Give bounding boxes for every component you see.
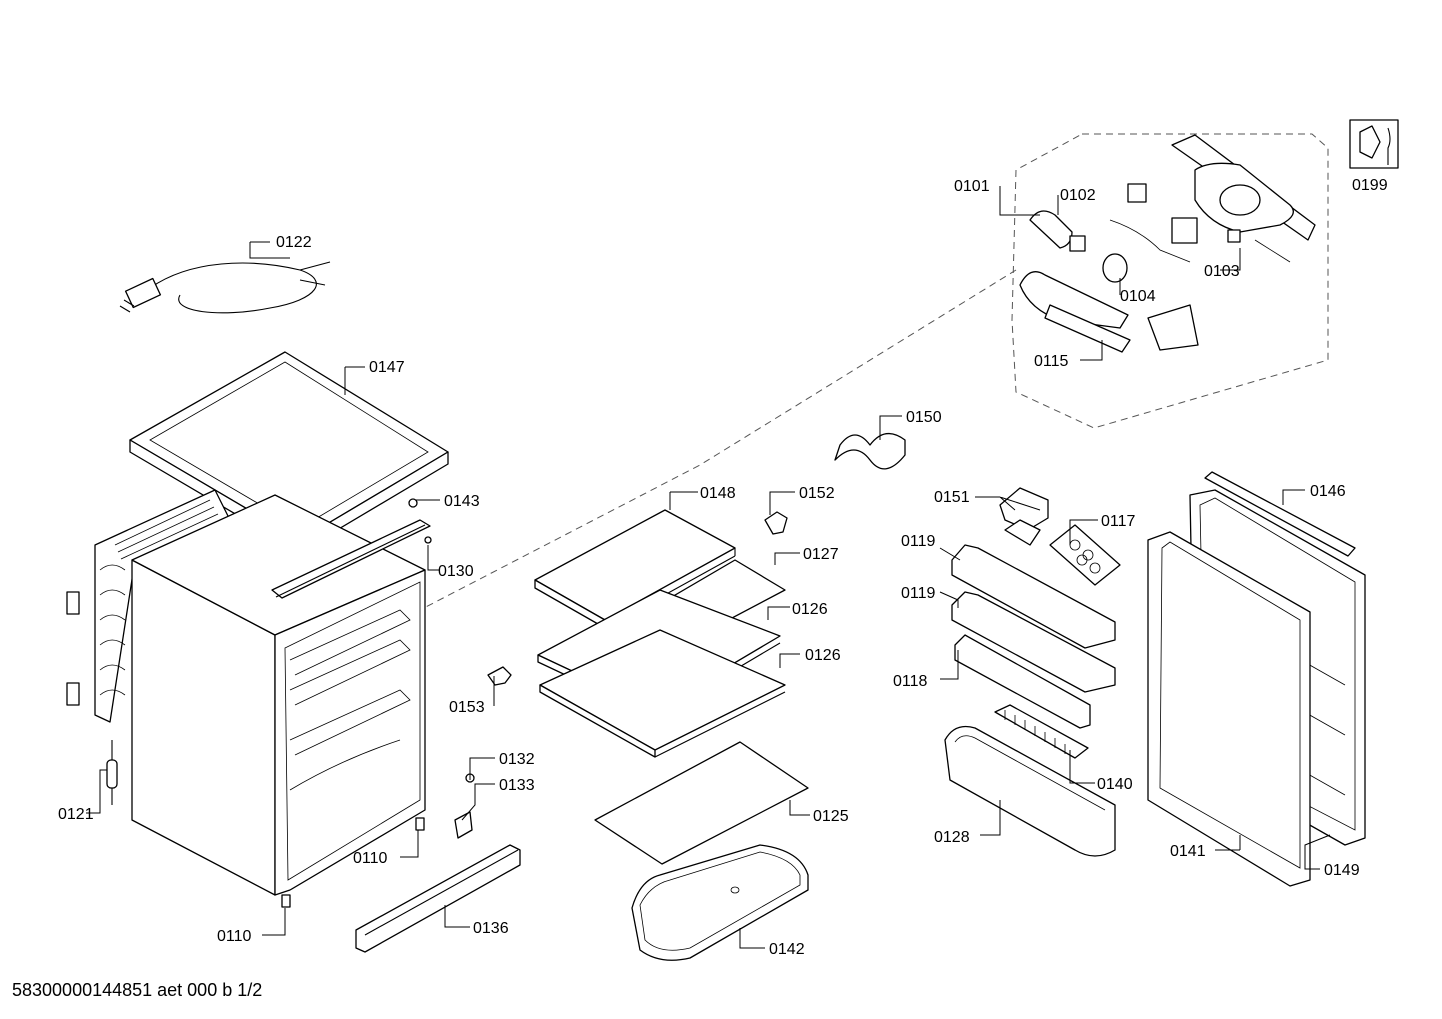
label-0126-lower: 0126 [805, 647, 841, 664]
kick-plate [355, 844, 521, 953]
air-guide-0150 [834, 433, 906, 470]
top-hinge-rail [271, 498, 432, 599]
bottom-hinge [454, 773, 475, 839]
label-0132: 0132 [499, 751, 535, 768]
label-0117: 0117 [1101, 513, 1136, 530]
shelf-0148 [534, 509, 736, 629]
door-bin-0118 [954, 634, 1091, 729]
label-0102: 0102 [1060, 187, 1096, 204]
label-0122: 0122 [276, 234, 312, 251]
label-0103: 0103 [1204, 263, 1240, 280]
door-frame-0141 [1147, 531, 1311, 887]
part-labels: 0101 0102 0103 0104 0115 0199 0122 0147 … [58, 177, 1388, 958]
label-0127: 0127 [803, 546, 839, 563]
thermostat [1109, 183, 1198, 263]
label-0126-upper: 0126 [792, 601, 828, 618]
label-0119-lower: 0119 [901, 585, 936, 602]
label-0153: 0153 [449, 699, 485, 716]
assembly-group-outline [1011, 133, 1329, 429]
label-0121: 0121 [58, 806, 94, 823]
label-0115: 0115 [1034, 353, 1069, 370]
power-cord [119, 261, 331, 314]
lamp-bulb [1029, 210, 1086, 252]
document-id: 58300000144851 aet 000 b 1/2 [12, 980, 263, 1000]
label-0133: 0133 [499, 777, 535, 794]
label-0140: 0140 [1097, 776, 1133, 793]
cabinet-body [131, 494, 426, 896]
glass-plate-0125 [594, 741, 809, 865]
bottle-bin-0128 [944, 725, 1116, 857]
wrench-nut-icon [1349, 119, 1399, 169]
filter-dryer [106, 740, 118, 805]
label-0110-lower: 0110 [217, 928, 252, 945]
door-top-trim-0146 [1204, 471, 1356, 557]
door-bin-0119-lower [951, 591, 1116, 693]
door-bin-0119-upper [951, 544, 1116, 649]
label-0104: 0104 [1120, 288, 1156, 305]
label-0119-upper: 0119 [901, 533, 936, 550]
butter-box-0151 [999, 487, 1049, 546]
control-module [1147, 304, 1199, 351]
label-0130: 0130 [438, 563, 474, 580]
label-0152: 0152 [799, 485, 835, 502]
shelf-clip-0153 [487, 666, 512, 686]
label-0118: 0118 [893, 673, 928, 690]
label-0110-upper: 0110 [353, 850, 388, 867]
label-0147: 0147 [369, 359, 405, 376]
label-0142: 0142 [769, 941, 805, 958]
label-0146: 0146 [1310, 483, 1346, 500]
assembly-connector-dash [419, 269, 1017, 611]
label-0199: 0199 [1352, 177, 1388, 194]
label-0141: 0141 [1170, 843, 1206, 860]
label-0149: 0149 [1324, 862, 1360, 879]
shelf-0126-lower [539, 629, 786, 758]
leader-lines [86, 186, 1331, 949]
label-0101: 0101 [954, 178, 990, 195]
label-0136: 0136 [473, 920, 509, 937]
label-0151: 0151 [934, 489, 970, 506]
label-0143: 0143 [444, 493, 480, 510]
adjustable-feet [281, 817, 425, 908]
shelf-clip-0152 [764, 511, 788, 535]
switch-connector [1227, 229, 1291, 263]
bottle-guard-0140 [994, 704, 1089, 759]
crisper-drawer [631, 844, 809, 961]
egg-tray-0117 [1049, 524, 1121, 586]
label-0128: 0128 [934, 829, 970, 846]
label-0148: 0148 [700, 485, 736, 502]
label-0125: 0125 [813, 808, 849, 825]
thermostat-knob [1102, 253, 1128, 283]
label-0150: 0150 [906, 409, 942, 426]
lamp-cover-0115 [1019, 271, 1131, 353]
lamp-housing [1171, 134, 1316, 241]
